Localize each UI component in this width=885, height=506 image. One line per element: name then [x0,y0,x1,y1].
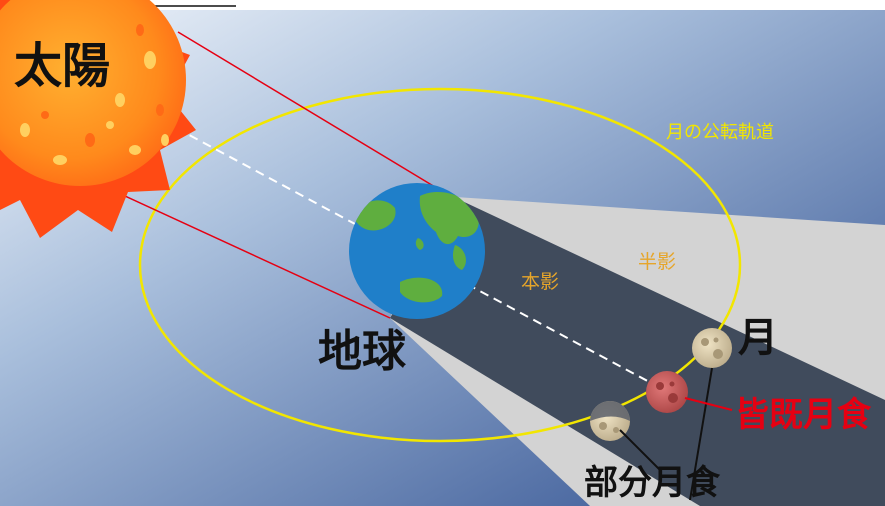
moon-normal [692,328,732,368]
orbit-label: 月の公転軌道 [666,122,774,143]
total-eclipse-label: 皆既月食 [735,395,871,435]
earth-label: 地球 [318,326,406,377]
umbra-region [390,200,885,506]
sun-ray-lower [124,195,391,319]
total-eclipse-leader-line [684,397,733,411]
earth [349,183,485,319]
moon-orbit [138,87,742,443]
moon-total-eclipse [646,371,688,413]
top-margin [0,0,885,10]
sun [0,0,196,238]
moon-leader-line [689,367,713,501]
sun-ray-upper [177,31,441,191]
umbra-label: 本影 [521,271,560,293]
partial-eclipse-leader-line [619,429,661,471]
moon-label: 月 [738,315,778,361]
penumbra-label: 半影 [638,251,677,273]
partial-eclipse-label: 部分月食 [584,463,720,503]
sun-label: 太陽 [14,38,111,94]
